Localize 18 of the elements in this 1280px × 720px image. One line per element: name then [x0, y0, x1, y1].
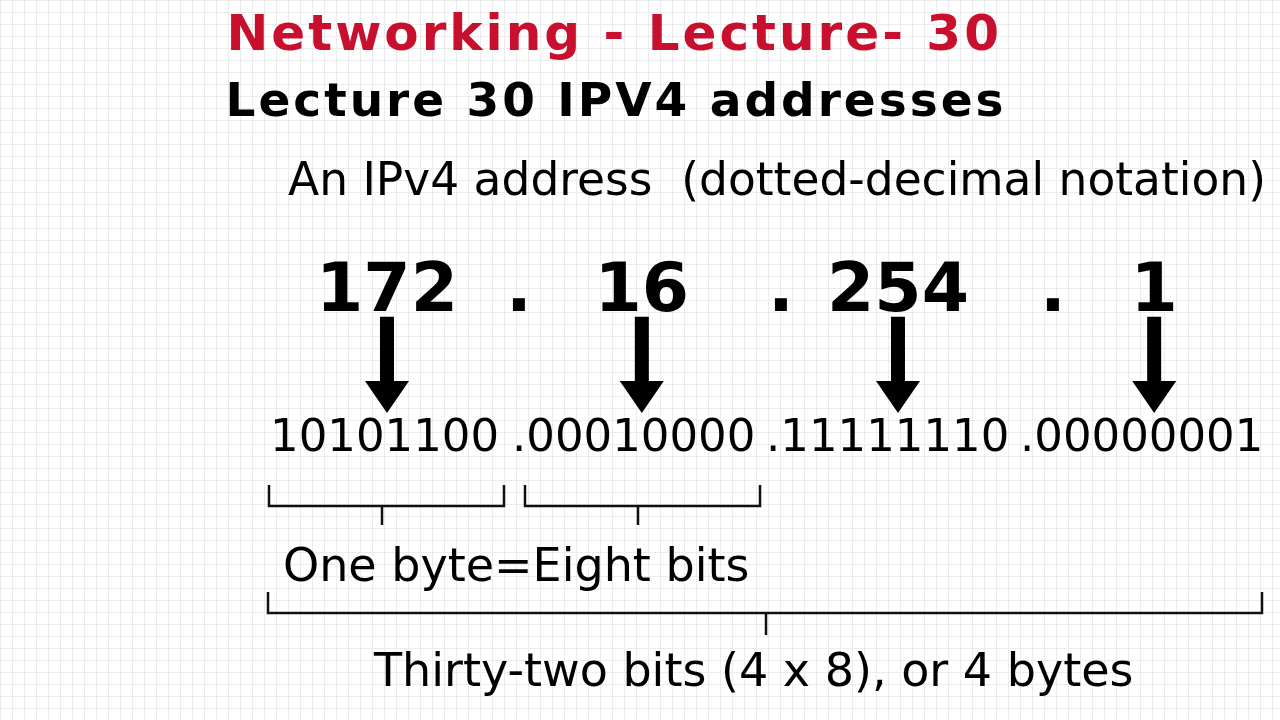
- arrow: [1132, 316, 1177, 413]
- decimal-octet: 16: [594, 259, 690, 317]
- binary-octet: 10101100: [270, 413, 500, 458]
- arrow: [365, 316, 409, 413]
- decimal-octet: 254: [827, 259, 969, 317]
- dot-separator: .: [1040, 259, 1066, 317]
- binary-octet: .00010000: [512, 413, 756, 458]
- title: Networking - Lecture- 30: [226, 8, 1002, 58]
- decimal-octet: 1: [1130, 259, 1178, 317]
- binary-octet: .00000001: [1020, 413, 1264, 458]
- decimal-octet: 172: [316, 259, 458, 317]
- dot-separator: .: [768, 259, 794, 317]
- arrow: [619, 316, 664, 413]
- subtitle: Lecture 30 IPV4 addresses: [225, 76, 1007, 123]
- address-heading: An IPv4 address (dotted-decimal notation): [288, 157, 1266, 203]
- arrow: [876, 316, 920, 413]
- binary-octet: .11111110: [766, 413, 1010, 458]
- dot-separator: .: [506, 259, 532, 317]
